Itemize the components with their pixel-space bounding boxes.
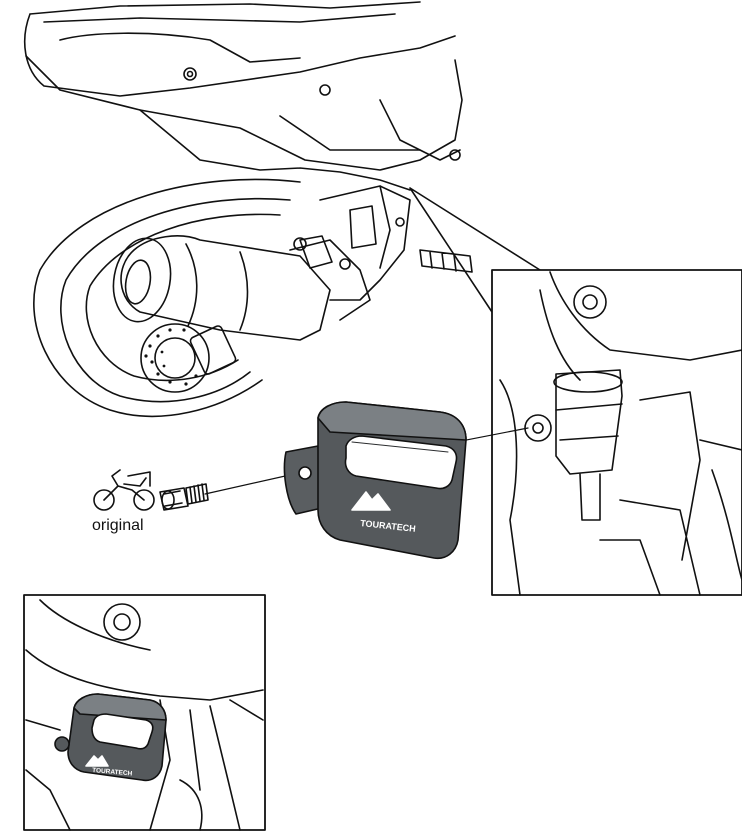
- rear-tire-outer: [33, 178, 301, 418]
- installed-view-inset: TOURATECH: [23, 594, 266, 831]
- footpeg-bracket: [319, 185, 411, 301]
- frame-bolt-2: [319, 84, 331, 96]
- guard-mounting-hole: [298, 466, 312, 480]
- seat-outline: [24, 1, 456, 97]
- guard-top-face: [317, 401, 467, 441]
- brake-disc-holes: [144, 328, 198, 386]
- frame-bolt-3: [449, 149, 461, 161]
- brake-fluid-reservoir: [555, 369, 623, 475]
- bolt-shank: [185, 483, 209, 505]
- installed-guard-top: [73, 693, 167, 721]
- rear-frame: [139, 99, 461, 191]
- brake-caliper: [189, 325, 237, 375]
- exhaust-bracket: [289, 239, 371, 321]
- exhaust-muffler-body: [120, 235, 331, 341]
- guard-mounting-tab: [283, 445, 323, 515]
- exhaust-end-cap: [112, 237, 172, 323]
- installed-guard-bolt: [54, 736, 70, 752]
- reservoir-guard-part: TOURATECH: [283, 401, 467, 560]
- footpeg: [419, 249, 473, 273]
- installed-brand-wordmark: TOURATECH: [92, 767, 133, 778]
- callout-leader: [409, 187, 541, 313]
- motorcycle-rear-illustration: [24, 1, 473, 418]
- detail-inset-panel: [491, 269, 742, 596]
- seat-inner: [43, 13, 396, 63]
- detail-frame-bolt: [573, 285, 607, 319]
- original-label: original: [92, 517, 144, 534]
- motorcycle-icon: [93, 469, 155, 511]
- installed-brand-logo-mark: [85, 755, 109, 767]
- brand-logo-mark: [351, 491, 391, 511]
- brake-disc: [140, 323, 210, 393]
- frame-bolt-1: [183, 67, 197, 81]
- installed-guard-window: [91, 713, 154, 750]
- tail-side-panel: [25, 55, 463, 171]
- installed-frame-bolt: [103, 603, 141, 641]
- guard-window: [344, 435, 458, 490]
- rear-tire-inner: [60, 197, 291, 403]
- bolt-icon: [159, 483, 209, 511]
- rear-rim: [85, 213, 281, 382]
